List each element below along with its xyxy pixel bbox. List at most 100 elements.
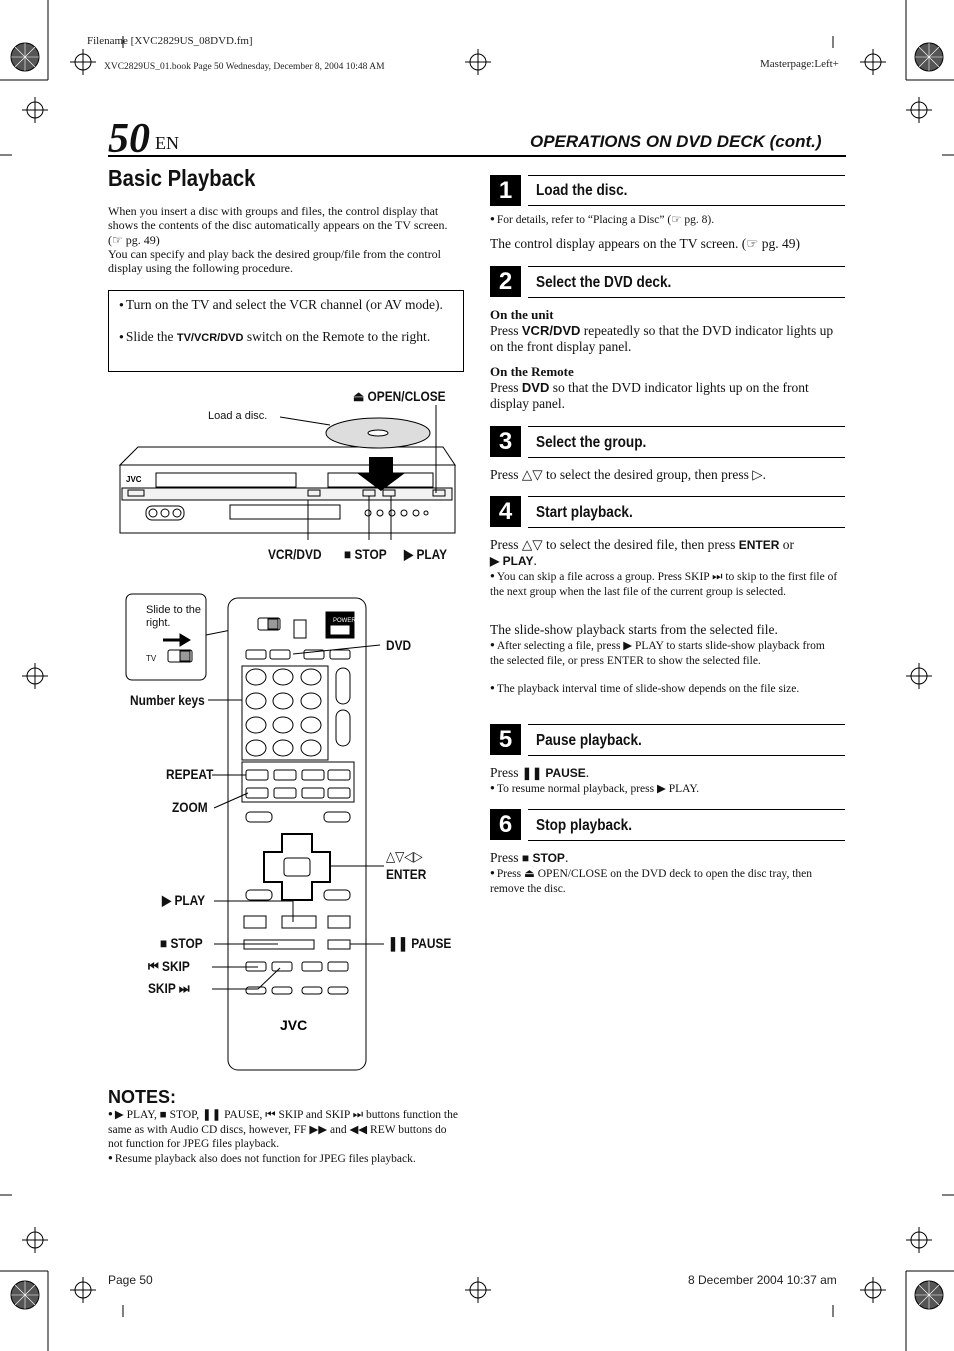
step-2-remote-key: DVD xyxy=(521,380,550,395)
page-title: Basic Playback xyxy=(108,165,256,191)
step-1-number: 1 xyxy=(490,175,521,206)
tv-switch-label: TV xyxy=(146,654,157,663)
step-2-title: Select the DVD deck. xyxy=(536,274,672,291)
deck-illustration: JVC xyxy=(118,405,456,540)
step-4-text-a: Press △▽ to select the desired file, the… xyxy=(490,537,739,552)
step-6-number: 6 xyxy=(490,809,521,840)
prep-item-2: Slide the TV/VCR/DVD switch on the Remot… xyxy=(119,329,449,346)
step-4-bullet-1: You can skip a file across a group. Pres… xyxy=(490,569,840,599)
step-1-bullet: For details, refer to “Placing a Disc” (… xyxy=(490,212,845,228)
note-1-text: ▶ PLAY, ■ STOP, ❚❚ PAUSE, ⏮ SKIP and SKI… xyxy=(108,1109,458,1150)
step-4-enter-key: ENTER xyxy=(738,538,780,552)
step-2-rule xyxy=(528,266,845,267)
intro-paragraph-2: You can specify and play back the desire… xyxy=(108,247,442,276)
dvd-callout: DVD xyxy=(386,637,412,653)
step-2-remote-c: so that the DVD indicator lights up on t… xyxy=(490,380,809,411)
stop-callout: ■ STOP xyxy=(160,935,203,951)
step-6-bullet: Press ⏏ OPEN/CLOSE on the DVD deck to op… xyxy=(490,866,845,896)
step-5-pause-key: ❚❚ PAUSE xyxy=(521,766,586,780)
notes-heading: NOTES: xyxy=(108,1087,177,1107)
deck-brand-logo: JVC xyxy=(126,475,142,484)
step-6-stop-key: ■ STOP xyxy=(521,851,565,865)
step-4-title: Start playback. xyxy=(536,504,633,521)
step-5-underline xyxy=(528,755,845,756)
step-4-play-key: ▶ PLAY xyxy=(490,554,534,568)
deck-stop-label: ■ STOP xyxy=(344,546,387,562)
step-6-bullet-text: Press ⏏ OPEN/CLOSE on the DVD deck to op… xyxy=(490,868,812,895)
step-5-number: 5 xyxy=(490,724,521,755)
step-6-text-a: Press xyxy=(490,850,522,865)
prep-item-1: Turn on the TV and select the VCR channe… xyxy=(119,297,449,313)
step-4-bullet-3-text: The playback interval time of slide-show… xyxy=(496,683,800,695)
prep-item-2-a: Slide the xyxy=(125,329,177,344)
step-4-bullet-2: After selecting a file, press ▶ PLAY to … xyxy=(490,638,840,668)
skip-back-callout: ⏮ SKIP xyxy=(148,958,190,974)
step-4-text-2: The slide-show playback starts from the … xyxy=(490,622,778,637)
open-close-label: ⏏ OPEN/CLOSE xyxy=(353,388,446,404)
step-5-rule xyxy=(528,724,845,725)
header-rule xyxy=(108,155,846,157)
filename-label: Filename [XVC2829US_08DVD.fm] xyxy=(87,35,253,47)
step-4-text-c: or xyxy=(779,537,794,552)
step-2-remote-a: Press xyxy=(490,380,522,395)
arrow-keys-callout: △▽◁▷ xyxy=(386,848,423,864)
preparation-box: Turn on the TV and select the VCR channe… xyxy=(108,290,464,372)
step-2-underline xyxy=(528,297,845,298)
slide-right-label: Slide to the right. xyxy=(146,604,202,629)
step-1-bullet-text: For details, refer to “Placing a Disc” (… xyxy=(496,214,715,226)
skip-forward-callout: SKIP ⏭ xyxy=(148,980,190,996)
footer-page: Page 50 xyxy=(108,1273,153,1287)
step-2-remote-text: Press DVD so that the DVD indicator ligh… xyxy=(490,380,835,412)
step-1-rule xyxy=(528,175,845,176)
step-5-bullet-text: To resume normal playback, press ▶ PLAY. xyxy=(496,783,700,795)
prep-item-2-switch: TV/VCR/DVD xyxy=(176,332,244,344)
remote-illustration: POWER JVC xyxy=(125,593,384,1071)
footer-date: 8 December 2004 10:37 am xyxy=(688,1273,837,1287)
step-4-bullet-3: The playback interval time of slide-show… xyxy=(490,681,840,697)
intro-paragraph-1: When you insert a disc with groups and f… xyxy=(108,204,448,247)
page-number: 50 xyxy=(108,116,150,162)
step-4-rule xyxy=(528,496,845,497)
step-6-rule xyxy=(528,809,845,810)
note-2-text: Resume playback also does not function f… xyxy=(114,1153,416,1165)
enter-callout: ENTER xyxy=(386,866,427,882)
step-3-rule xyxy=(528,426,845,427)
masterpage-label: Masterpage:Left+ xyxy=(760,58,839,70)
step-4-bullet-2-text: After selecting a file, press ▶ PLAY to … xyxy=(490,640,825,667)
note-1: ▶ PLAY, ■ STOP, ❚❚ PAUSE, ⏮ SKIP and SKI… xyxy=(108,1107,463,1152)
step-6-underline xyxy=(528,840,845,841)
step-6-text: Press ■ STOP. xyxy=(490,850,569,865)
step-4-text: Press △▽ to select the desired file, the… xyxy=(490,537,794,568)
play-callout: ▶ PLAY xyxy=(162,892,206,908)
step-2-unit-c: repeatedly so that the DVD indicator lig… xyxy=(490,323,834,354)
deck-play-label: ▶ PLAY xyxy=(404,546,448,562)
step-4-number: 4 xyxy=(490,496,521,527)
prep-item-2-c: switch on the Remote to the right. xyxy=(243,329,431,344)
step-2-unit-text: Press VCR/DVD repeatedly so that the DVD… xyxy=(490,323,835,355)
remote-figure: POWER JVC Slide to the right. TV DVD Num… xyxy=(108,590,463,1080)
step-4-underline xyxy=(528,527,845,528)
step-1-underline xyxy=(528,205,845,206)
repeat-callout: REPEAT xyxy=(166,766,214,782)
step-6-title: Stop playback. xyxy=(536,817,632,834)
step-3-number: 3 xyxy=(490,426,521,457)
step-5-title: Pause playback. xyxy=(536,732,642,749)
step-5-text: Press ❚❚ PAUSE. xyxy=(490,765,590,780)
pause-callout: ❚❚ PAUSE xyxy=(388,935,452,951)
vcr-dvd-label: VCR/DVD xyxy=(268,546,322,562)
language-code: EN xyxy=(155,133,179,153)
book-info: XVC2829US_01.book Page 50 Wednesday, Dec… xyxy=(104,62,385,72)
deck-figure: JVC Load a disc. ⏏ OPEN/CLOSE VCR/DVD ■ … xyxy=(108,385,463,570)
step-5-bullet: To resume normal playback, press ▶ PLAY. xyxy=(490,781,840,797)
step-3-text: Press △▽ to select the desired group, th… xyxy=(490,467,766,482)
step-2-unit-a: Press xyxy=(490,323,522,338)
number-keys-callout: Number keys xyxy=(130,692,205,708)
step-4-bullet-1-text: You can skip a file across a group. Pres… xyxy=(490,571,838,598)
step-3-title: Select the group. xyxy=(536,434,647,451)
prep-item-1-text: Turn on the TV and select the VCR channe… xyxy=(125,297,443,312)
section-title: OPERATIONS ON DVD DECK (cont.) xyxy=(530,132,822,151)
remote-brand-logo: JVC xyxy=(280,1017,307,1033)
step-2-number: 2 xyxy=(490,266,521,297)
note-2: Resume playback also does not function f… xyxy=(108,1151,463,1167)
